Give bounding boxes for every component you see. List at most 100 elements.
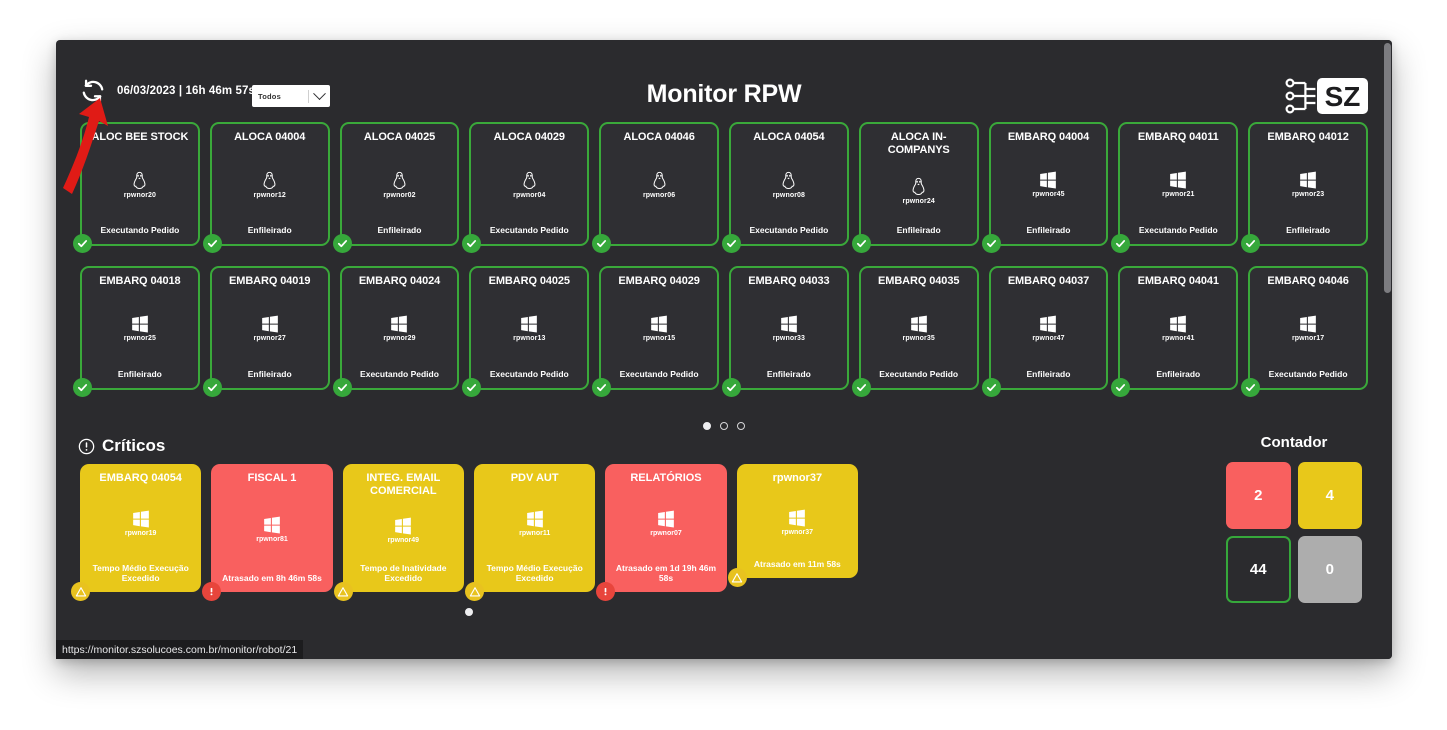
windows-logo-icon <box>781 315 797 333</box>
critical-card-body: rpwnor11 <box>519 485 550 562</box>
windows-logo-icon <box>789 509 806 527</box>
carousel-dot[interactable] <box>720 422 728 430</box>
robot-status-text: Enfileirado <box>247 369 292 379</box>
check-icon <box>986 240 996 248</box>
robot-card-title: EMBARQ 04029 <box>618 275 700 287</box>
robot-status-text: Executando Pedido <box>879 369 959 379</box>
check-icon <box>467 240 477 248</box>
robot-hostname: rpwnor27 <box>253 335 286 343</box>
windows-logo-icon <box>651 315 667 333</box>
check-icon <box>77 384 88 392</box>
status-badge-ok <box>592 378 612 397</box>
robot-status-text: Executando Pedido <box>489 369 569 379</box>
windows-logo-icon <box>1040 171 1057 189</box>
contador-box[interactable]: 0 <box>1297 536 1362 603</box>
robot-status-text: Executando Pedido <box>749 225 829 235</box>
windows-logo-icon <box>395 517 412 535</box>
linux-penguin-icon <box>653 171 666 189</box>
status-badge-ok <box>722 234 741 253</box>
robot-hostname: rpwnor08 <box>772 191 806 199</box>
check-icon <box>467 384 477 392</box>
page-scrollbar[interactable] <box>1383 40 1392 659</box>
robot-card-title: ALOCA 04029 <box>493 131 565 143</box>
scrollbar-thumb[interactable] <box>1384 43 1391 293</box>
critical-card-title: rpwnor37 <box>772 472 823 484</box>
status-badge-ok <box>1111 234 1131 253</box>
critical-status-text: Tempo de Inatividade Excedido <box>360 562 447 583</box>
status-badge-ok <box>722 378 741 397</box>
check-icon <box>726 240 737 248</box>
robot-hostname: rpwnor12 <box>253 191 286 199</box>
robot-card-title: ALOCA 04004 <box>234 131 306 143</box>
critical-card-body: rpwnor37 <box>782 485 813 559</box>
check-icon <box>986 384 996 392</box>
status-badge-ok <box>332 234 352 253</box>
robot-card-title: ALOC BEE STOCK <box>91 131 189 143</box>
critical-card-title: INTEG. EMAIL COMERCIAL <box>366 472 441 498</box>
critical-hostname: rpwnor49 <box>387 537 420 544</box>
critical-card-body: rpwnor81 <box>256 485 288 573</box>
linux-penguin-icon <box>133 171 146 189</box>
status-badge-ok <box>462 378 482 397</box>
contador-box[interactable]: 44 <box>1226 536 1291 603</box>
robot-status-text: Enfileirado <box>1026 369 1071 379</box>
status-badge-warning <box>727 568 747 587</box>
robot-card-body: rpwnor24 <box>903 156 935 226</box>
robot-card-title: ALOCA 04025 <box>363 131 436 143</box>
criticos-carousel-pagination[interactable] <box>80 608 858 616</box>
carousel-dot[interactable] <box>737 422 745 430</box>
robot-card-title: EMBARQ 04004 <box>1007 131 1090 143</box>
robot-status-text: Enfileirado <box>896 225 941 235</box>
robot-hostname: rpwnor02 <box>383 191 416 199</box>
robot-hostname: rpwnor33 <box>772 335 806 343</box>
warning-triangle-icon <box>469 586 480 596</box>
contador-box[interactable]: 4 <box>1297 462 1362 529</box>
carousel-dot[interactable] <box>703 422 711 430</box>
robot-status-text: Executando Pedido <box>489 225 569 235</box>
robot-status-text: Executando Pedido <box>619 369 699 379</box>
robot-card-body: rpwnor25 <box>124 288 156 370</box>
robot-card-body: rpwnor17 <box>1292 288 1324 370</box>
windows-logo-icon <box>132 315 148 333</box>
robot-card-body: rpwnor41 <box>1162 288 1194 370</box>
robot-card-body: rpwnor35 <box>903 288 935 370</box>
robot-hostname: rpwnor25 <box>123 335 157 343</box>
robot-carousel-pagination[interactable] <box>56 422 1392 430</box>
status-badge-ok <box>981 234 1001 253</box>
status-badge-ok <box>462 234 482 253</box>
contador-box[interactable]: 2 <box>1226 462 1291 529</box>
filter-select[interactable]: Todos <box>252 85 330 107</box>
criticos-header: Críticos <box>78 436 165 456</box>
robot-card-body: rpwnor45 <box>1032 144 1065 226</box>
robot-status-text: Enfileirado <box>377 225 422 235</box>
carousel-dot[interactable] <box>465 608 473 616</box>
check-icon <box>597 240 607 248</box>
robot-card-title: EMBARQ 04012 <box>1267 131 1349 143</box>
